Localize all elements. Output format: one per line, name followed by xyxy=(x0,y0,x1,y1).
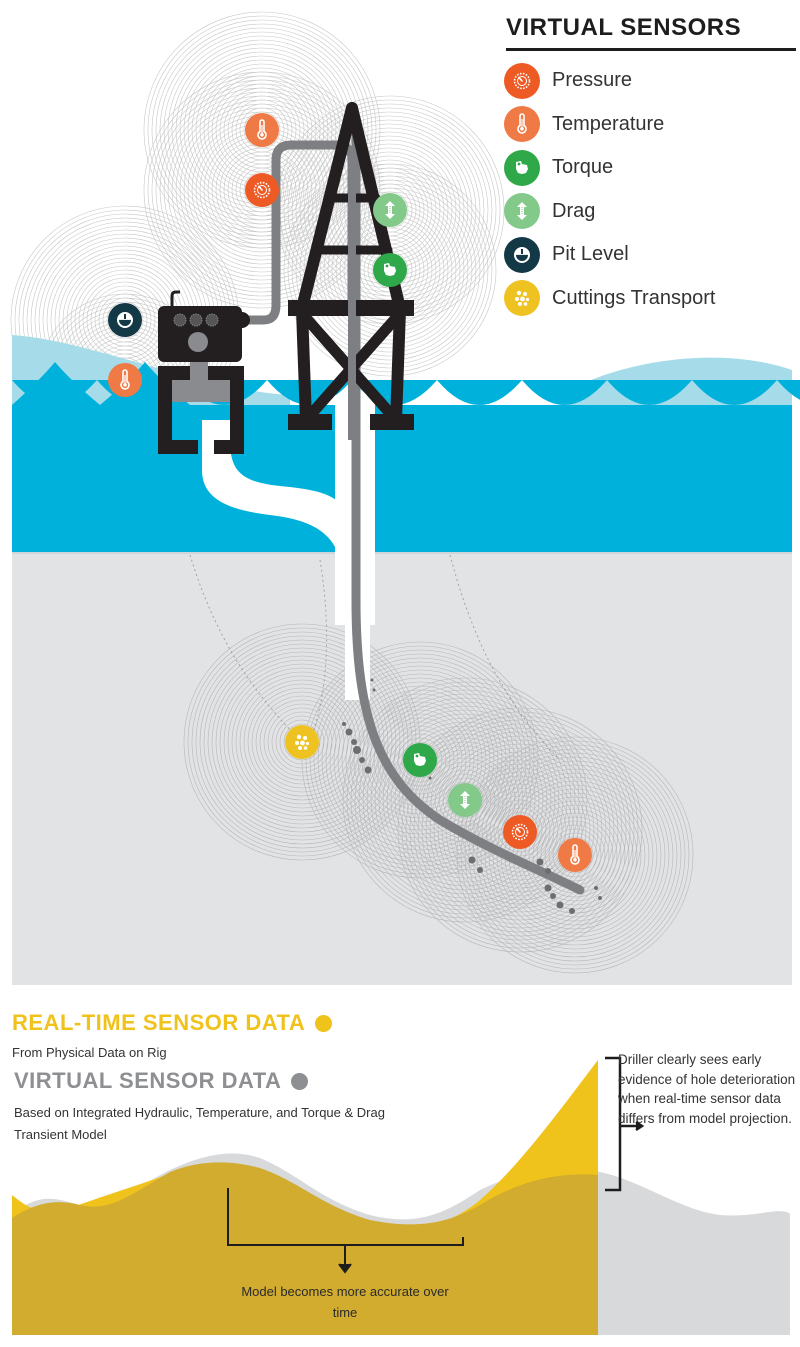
thermometer-icon xyxy=(558,838,592,872)
accuracy-bracket xyxy=(227,1188,464,1274)
virtual-sensor-subtitle: Based on Integrated Hydraulic, Temperatu… xyxy=(14,1105,385,1142)
accuracy-annotation: Model becomes more accurate over time xyxy=(241,1284,449,1320)
thermometer-icon xyxy=(504,106,540,143)
drag-arrows-icon xyxy=(448,783,482,817)
torque-icon xyxy=(504,149,540,186)
deviation-bracket xyxy=(605,1056,645,1192)
signal-guide-lines xyxy=(189,554,561,761)
torque-icon xyxy=(373,253,407,287)
cuttings-icon xyxy=(504,280,540,317)
mud-pump-unit xyxy=(158,290,250,454)
cuttings-particles xyxy=(342,678,602,914)
cuttings-icon xyxy=(285,725,319,759)
drill-pipe xyxy=(351,125,585,895)
pit-level-icon xyxy=(108,303,142,337)
legend-label: Drag xyxy=(552,199,596,222)
realtime-color-dot xyxy=(315,1014,333,1032)
realtime-sensor-area xyxy=(12,1162,598,1335)
virtual-color-dot xyxy=(291,1072,309,1090)
realtime-sensor-title: REAL-TIME SENSOR DATA xyxy=(12,1010,333,1036)
realtime-title-text: REAL-TIME SENSOR DATA xyxy=(12,1010,306,1035)
torque-icon xyxy=(403,743,437,777)
mud-return-channel xyxy=(202,410,370,700)
sea-water xyxy=(12,335,800,555)
pit-level-icon xyxy=(504,236,540,273)
virtual-title-text: VIRTUAL SENSOR DATA xyxy=(14,1068,282,1093)
legend-label: Temperature xyxy=(552,112,665,135)
thermometer-icon xyxy=(108,363,142,397)
thermometer-icon xyxy=(245,113,279,147)
legend-item: Pit Level xyxy=(504,233,796,277)
legend-item: Pressure xyxy=(504,59,796,103)
deviation-annotation: Driller clearly sees early evidence of h… xyxy=(618,1052,796,1126)
drag-arrows-icon xyxy=(373,193,407,227)
legend-item: Cuttings Transport xyxy=(504,277,796,321)
virtual-sensor-title: VIRTUAL SENSOR DATA xyxy=(14,1068,309,1094)
pressure-gauge-icon xyxy=(503,815,537,849)
legend-label: Pit Level xyxy=(552,243,629,266)
pressure-gauge-icon xyxy=(245,173,279,207)
downhole-signal-ripples xyxy=(183,623,694,974)
realtime-sensor-subtitle: From Physical Data on Rig xyxy=(12,1045,167,1060)
legend-label: Pressure xyxy=(552,69,633,92)
legend-title: VIRTUAL SENSORS xyxy=(506,14,796,51)
legend-item: Drag xyxy=(504,190,796,234)
surface-flow-line xyxy=(243,140,357,325)
pressure-gauge-icon xyxy=(504,62,540,99)
legend-label: Cuttings Transport xyxy=(552,286,716,309)
legend-label: Torque xyxy=(552,156,614,179)
drag-arrows-icon xyxy=(504,193,540,230)
legend-item: Torque xyxy=(504,146,796,190)
legend-item: Temperature xyxy=(504,103,796,147)
diagram-sensor-markers xyxy=(108,113,592,872)
